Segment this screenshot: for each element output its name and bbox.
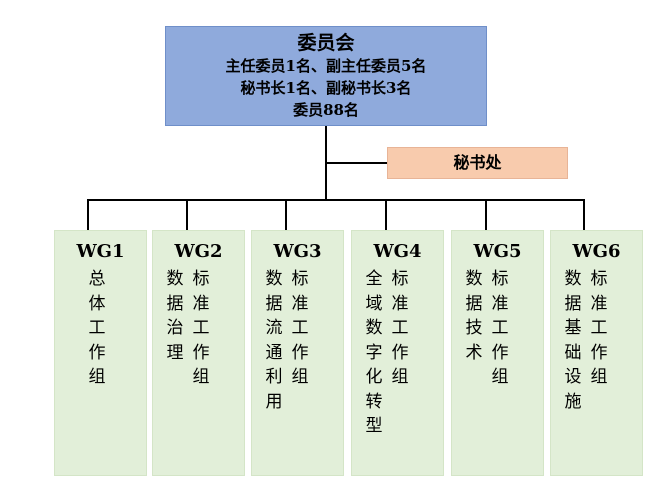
wg5-name-col2: 标准工作组 xyxy=(491,269,509,387)
wg2-name-col2: 标准工作组 xyxy=(192,269,210,387)
wg3-box: WG3 数据流通利用 标准工作组 xyxy=(251,230,344,476)
wg4-drop-connector xyxy=(385,199,387,230)
wg4-id: WG4 xyxy=(373,241,422,262)
wg5-name-col1: 数据技术 xyxy=(465,269,483,363)
wg6-name-col1: 数据基础设施 xyxy=(564,269,582,412)
wg2-box: WG2 数据治理 标准工作组 xyxy=(152,230,245,476)
committee-title: 委员会 xyxy=(297,32,355,54)
committee-members-line: 委员88名 xyxy=(293,101,359,119)
wg3-name-col1: 数据流通利用 xyxy=(265,269,283,412)
wg6-name-col2: 标准工作组 xyxy=(590,269,608,387)
wg6-box: WG6 数据基础设施 标准工作组 xyxy=(550,230,643,476)
horizontal-bus-connector xyxy=(87,199,585,201)
wg1-drop-connector xyxy=(87,199,89,230)
wg5-box: WG5 数据技术 标准工作组 xyxy=(451,230,544,476)
committee-chair-line: 主任委员1名、副主任委员5名 xyxy=(225,57,427,75)
wg2-name-col1: 数据治理 xyxy=(166,269,184,363)
wg6-id: WG6 xyxy=(572,241,621,262)
wg3-id: WG3 xyxy=(273,241,322,262)
secretariat-connector xyxy=(325,162,387,164)
wg1-name: 总体工作组 xyxy=(88,269,106,387)
wg1-box: WG1 总体工作组 xyxy=(54,230,147,476)
wg4-box: WG4 全域数字化转型 标准工作组 xyxy=(351,230,444,476)
wg3-name-col2: 标准工作组 xyxy=(291,269,309,387)
committee-box: 委员会 主任委员1名、副主任委员5名 秘书长1名、副秘书长3名 委员88名 xyxy=(165,26,487,126)
wg2-drop-connector xyxy=(186,199,188,230)
wg1-id: WG1 xyxy=(76,241,125,262)
wg6-drop-connector xyxy=(583,199,585,230)
wg5-drop-connector xyxy=(485,199,487,230)
wg3-drop-connector xyxy=(285,199,287,230)
committee-secretary-line: 秘书长1名、副秘书长3名 xyxy=(240,79,412,97)
wg4-name-col1: 全域数字化转型 xyxy=(365,269,383,436)
secretariat-box: 秘书处 xyxy=(387,147,568,179)
wg5-id: WG5 xyxy=(473,241,522,262)
wg4-name-col2: 标准工作组 xyxy=(391,269,409,387)
wg2-id: WG2 xyxy=(174,241,223,262)
